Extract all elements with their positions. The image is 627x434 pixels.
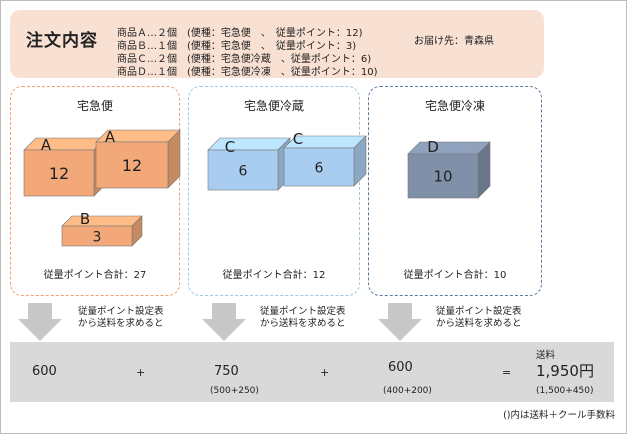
- down-arrow-icon: [202, 303, 246, 341]
- plus-sign: +: [320, 366, 330, 379]
- package-points: 3: [93, 229, 102, 245]
- group-point-total: 従量ポイント合計：10: [403, 270, 507, 281]
- equals-sign: =: [502, 366, 512, 379]
- order-line-d: 商品Ｄ…１個 (便種：宅急便冷凍 、従量ポイント：10): [117, 67, 378, 78]
- arrow-note-line: から送料を求めると: [260, 318, 346, 329]
- group-refrigerated: 宅急便冷蔵 従量ポイント合計：12: [188, 86, 360, 296]
- box-top-face: [23, 137, 107, 151]
- package-a: 12 A: [95, 128, 181, 189]
- package-letter: C: [225, 138, 235, 156]
- group-title: 宅急便: [76, 99, 113, 113]
- order-panel: 注文内容 商品Ａ…２個 (便種：宅急便 、 従量ポイント：12) 商品Ｂ…１個 …: [10, 10, 544, 78]
- arrow-note: 従量ポイント設定表 から送料を求めると: [436, 306, 522, 330]
- box-front-face: [61, 225, 133, 247]
- cost-value: 600: [388, 360, 413, 375]
- arrow-note-line: 従量ポイント設定表: [78, 306, 164, 317]
- group-point-total: 従量ポイント合計：27: [43, 270, 147, 281]
- package-points: 6: [315, 160, 324, 176]
- shipping-calculation: 600 + 750 (500+250) + 600 (400+200) = 送料…: [10, 342, 614, 402]
- arrow-note: 従量ポイント設定表 から送料を求めると: [260, 306, 346, 330]
- group-title: 宅急便冷凍: [424, 99, 485, 113]
- package-points: 6: [239, 163, 248, 179]
- package-b: 3B: [61, 210, 143, 247]
- order-line-a: 商品Ａ…２個 (便種：宅急便 、 従量ポイント：12): [117, 28, 363, 39]
- down-arrow-icon: [18, 303, 62, 341]
- total-label: 送料: [536, 350, 556, 361]
- cost-value: 600: [32, 364, 57, 379]
- arrow-note-line: から送料を求めると: [436, 318, 522, 329]
- footnote: ()内は送料＋クール手数料: [503, 410, 615, 421]
- package-points: 12: [49, 164, 69, 183]
- arrow-note-line: から送料を求めると: [78, 318, 164, 329]
- cost-value: 750: [214, 364, 239, 379]
- package-c: 6C: [207, 137, 291, 191]
- arrow-note-line: 従量ポイント設定表: [436, 306, 522, 317]
- total-breakdown: (1,500+450): [536, 386, 594, 396]
- cost-breakdown: (400+200): [383, 386, 432, 396]
- package-points: 12: [122, 156, 142, 175]
- box-top-face: [407, 141, 491, 155]
- package-letter: B: [80, 210, 90, 228]
- order-line-c: 商品Ｃ…２個 (便種：宅急便冷蔵 、従量ポイント：6): [117, 54, 372, 65]
- order-title: 注文内容: [26, 31, 98, 51]
- box-top-face: [61, 215, 143, 227]
- box-front-face: [23, 149, 95, 197]
- group-frozen: 宅急便冷凍 従量ポイント合計：10: [368, 86, 542, 296]
- package-a: 12 A: [23, 136, 107, 197]
- cost-breakdown: (500+250): [210, 386, 259, 396]
- box-top-face: [207, 137, 291, 151]
- package-letter: D: [427, 138, 439, 156]
- order-line-b: 商品Ｂ…１個 (便種：宅急便 、 従量ポイント：3): [117, 41, 357, 52]
- box-front-face: [95, 141, 169, 189]
- package-points: 10: [433, 168, 452, 186]
- group-point-total: 従量ポイント合計：12: [222, 270, 326, 281]
- package-c: 6C: [283, 130, 367, 187]
- box-front-face: [283, 147, 355, 187]
- box-front-face: [407, 153, 479, 199]
- group-takkyubin: 宅急便 従量ポイント合計：27: [10, 86, 180, 296]
- down-arrow-icon: [378, 303, 422, 341]
- package-letter: C: [293, 130, 303, 148]
- arrow-note-line: 従量ポイント設定表: [260, 306, 346, 317]
- package-letter: A: [41, 136, 52, 154]
- plus-sign: +: [136, 366, 146, 379]
- total-cost: 1,950円: [536, 362, 594, 380]
- package-d: 10 D: [407, 138, 491, 199]
- package-letter: A: [105, 128, 116, 146]
- box-front-face: [207, 149, 279, 191]
- arrow-note: 従量ポイント設定表 から送料を求めると: [78, 306, 164, 330]
- group-title: 宅急便冷蔵: [243, 99, 304, 113]
- delivery-destination: お届け先：青森県: [414, 36, 494, 47]
